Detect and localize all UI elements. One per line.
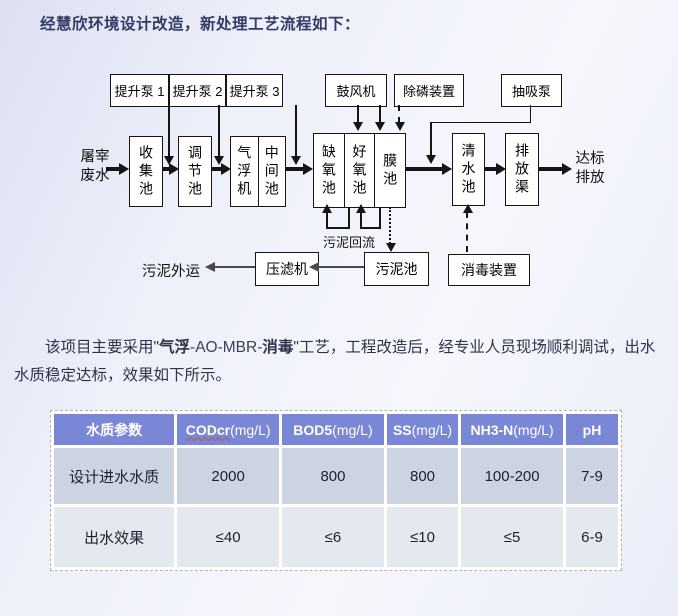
flotation-label: 气浮机 <box>236 144 253 199</box>
row1-bod5: 800 <box>282 448 384 504</box>
row2-bod5: ≤6 <box>282 507 384 567</box>
para-seg-1: 该项目主要采用" <box>45 339 160 356</box>
box-phosphorus-removal: 除磷装置 <box>394 74 464 107</box>
row2-codcr: ≤40 <box>177 507 280 567</box>
para-seg-ao-mbr: -AO-MBR- <box>190 339 263 356</box>
header-bod5: BOD5(mg/L) <box>282 414 384 445</box>
discharge-channel-label: 排放渠 <box>514 142 530 197</box>
row1-codcr: 2000 <box>177 448 280 504</box>
header-codcr: CODcr(mg/L) <box>177 414 280 445</box>
line-sludge-return-1b <box>348 207 350 228</box>
row2-ph: 6-9 <box>566 507 618 567</box>
para-seg-disinfect: 消毒 <box>262 339 294 356</box>
filter-press-label: 压滤机 <box>266 261 308 277</box>
arrow-sludge-return-to-aerobic <box>360 212 362 228</box>
lift-pump-3-label: 提升泵 3 <box>229 84 280 99</box>
sludge-out-label: 污泥外运 <box>142 264 200 280</box>
arrow-influent-to-collect <box>106 167 120 171</box>
phosphorus-removal-label: 除磷装置 <box>402 84 455 99</box>
box-collect-pool: 收集池 <box>129 136 163 207</box>
arrow-discharge-to-outfall <box>538 167 563 171</box>
arrow-disinfect-to-clear-pool <box>466 212 468 252</box>
regulate-pool-label: 调节池 <box>187 144 203 199</box>
anoxic-pool-label: 缺氧池 <box>320 143 337 198</box>
lift-pump-2-label: 提升泵 2 <box>172 84 223 99</box>
arrow-sludge-pool-to-press <box>318 266 364 268</box>
row2-ss: ≤10 <box>386 507 459 567</box>
cell-middle-pool: 中间池 <box>257 137 286 206</box>
cell-aerobic-pool: 好氧池 <box>343 134 375 207</box>
box-filter-press: 压滤机 <box>255 252 319 286</box>
disinfect-unit-label: 消毒装置 <box>461 262 517 278</box>
page-title: 经慧欣环境设计改造，新处理工艺流程如下： <box>40 16 361 33</box>
box-suction-pump: 抽吸泵 <box>501 74 562 107</box>
para-seg-flotation: 气浮 <box>159 339 191 356</box>
header-param: 水质参数 <box>54 414 175 445</box>
header-nh3n: NH3-N(mg/L) <box>461 414 564 445</box>
box-blower: 鼓风机 <box>325 74 387 107</box>
header-ss: SS(mg/L) <box>386 414 459 445</box>
arrow-middle-to-anoxic <box>285 167 304 171</box>
arrow-clear-to-discharge <box>484 167 497 171</box>
row1-nh3n: 100-200 <box>461 448 564 504</box>
line-suction-vertical <box>530 105 531 123</box>
table-header-row: 水质参数 CODcr(mg/L) BOD5(mg/L) SS(mg/L) NH3… <box>54 414 618 445</box>
arrow-collect-to-regulate <box>162 167 170 171</box>
sludge-return-label: 污泥回流 <box>323 235 376 250</box>
cell-flotation: 气浮机 <box>231 137 258 206</box>
row2-label: 出水效果 <box>54 507 175 567</box>
box-lift-pump-1: 提升泵 1 <box>110 74 169 107</box>
line-sludge-return-2b <box>379 207 381 228</box>
box-flotation-middle: 气浮机 中间池 <box>230 136 286 207</box>
arrow-regulate-to-flotation <box>211 167 222 171</box>
middle-pool-label: 中间池 <box>263 144 280 199</box>
aerobic-pool-label: 好氧池 <box>351 143 368 198</box>
membrane-pool-label: 膜池 <box>382 152 399 189</box>
outfall-label: 达标 排放 <box>575 151 605 186</box>
arrow-lift-pump-1-drop <box>168 105 170 157</box>
header-ph: pH <box>566 414 618 445</box>
process-description: 该项目主要采用"气浮-AO-MBR-消毒"工艺，工程改造后，经专业人员现场顺利调… <box>14 334 666 390</box>
arrow-sludge-return-to-anoxic <box>326 212 328 228</box>
lift-pump-1-label: 提升泵 1 <box>114 84 165 99</box>
cell-membrane-pool: 膜池 <box>374 134 405 207</box>
arrow-blower-to-membrane <box>379 105 381 123</box>
arrow-phosphorus-to-membrane <box>398 105 400 123</box>
collect-pool-label: 收集池 <box>138 144 154 199</box>
box-lift-pump-2: 提升泵 2 <box>169 74 226 107</box>
suction-pump-label: 抽吸泵 <box>511 84 551 99</box>
box-clear-pool: 清水池 <box>452 133 485 206</box>
arrow-press-to-out <box>214 266 255 268</box>
arrow-suction-to-mainline <box>430 122 432 156</box>
box-regulate-pool: 调节池 <box>178 136 212 207</box>
box-disinfect-unit: 消毒装置 <box>448 254 530 286</box>
arrow-lift-pump-3-drop <box>295 105 297 157</box>
row1-ph: 7-9 <box>566 448 618 504</box>
blower-label: 鼓风机 <box>336 84 376 99</box>
para-seg-5: "工艺，工程改造后，经专业人员现场顺利调试，出水水质稳定达标，效果如下所示。 <box>14 339 656 384</box>
row2-nh3n: ≤5 <box>461 507 564 567</box>
clear-pool-label: 清水池 <box>460 142 477 197</box>
table-row-design-influent: 设计进水水质 2000 800 800 100-200 7-9 <box>54 448 618 504</box>
box-sludge-pool: 污泥池 <box>364 252 429 286</box>
box-lift-pump-3: 提升泵 3 <box>226 74 283 107</box>
box-discharge-channel: 排放渠 <box>505 133 539 206</box>
cell-anoxic-pool: 缺氧池 <box>314 134 344 207</box>
line-suction-horizontal <box>430 122 531 123</box>
arrow-lift-pump-2-drop <box>218 105 220 157</box>
arrow-membrane-to-clear <box>405 167 443 171</box>
influent-label: 屠宰 废水 <box>80 149 110 184</box>
row1-label: 设计进水水质 <box>54 448 175 504</box>
sludge-pool-label: 污泥池 <box>375 261 418 277</box>
water-quality-table: 水质参数 CODcr(mg/L) BOD5(mg/L) SS(mg/L) NH3… <box>50 410 622 571</box>
line-sludge-return-1 <box>326 227 350 229</box>
line-sludge-return-2 <box>360 227 381 229</box>
arrow-blower-to-aerobic <box>357 105 359 123</box>
row1-ss: 800 <box>386 448 459 504</box>
box-bio-pools: 缺氧池 好氧池 膜池 <box>313 133 406 208</box>
arrow-membrane-to-sludge-pool <box>389 207 391 244</box>
table-row-effluent: 出水效果 ≤40 ≤6 ≤10 ≤5 6-9 <box>54 507 618 567</box>
